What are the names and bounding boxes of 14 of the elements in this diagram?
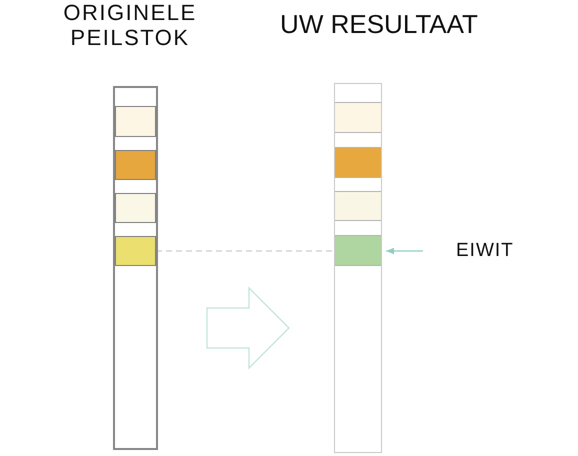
reagent-pad bbox=[115, 236, 156, 266]
reagent-pad bbox=[335, 102, 381, 132]
reagent-pad bbox=[115, 150, 156, 180]
reagent-pad bbox=[115, 193, 156, 223]
strip-heading: UW RESULTAAT bbox=[280, 9, 478, 39]
arrow bbox=[386, 248, 423, 254]
block-arrow bbox=[206, 286, 290, 370]
dashed-line bbox=[156, 250, 335, 252]
pad-label: EIWIT bbox=[456, 240, 514, 262]
reagent-pad bbox=[335, 190, 381, 220]
strip-heading: ORIGINELE PEILSTOK bbox=[62, 0, 198, 50]
reagent-pad bbox=[115, 106, 156, 137]
reagent-pad bbox=[335, 234, 381, 266]
reagent-pad bbox=[335, 146, 381, 178]
